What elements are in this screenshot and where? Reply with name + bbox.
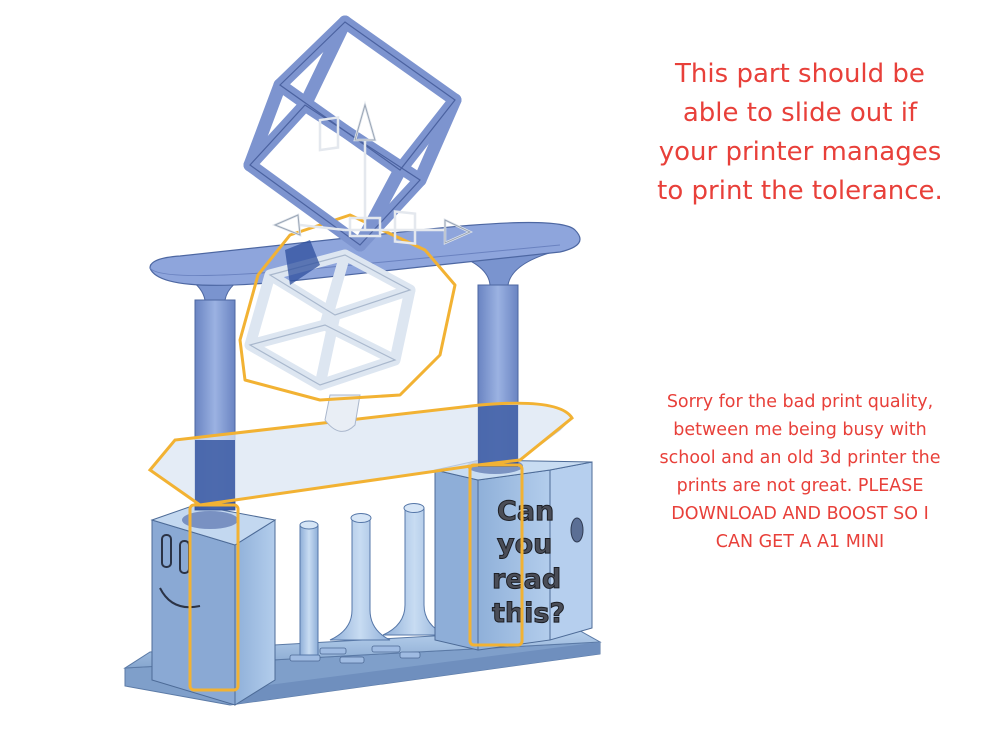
3d-model-render: Can you read this?: [123, 15, 602, 706]
left-block: [150, 504, 277, 706]
engraving-line-4: this?: [492, 598, 565, 629]
engraving-line-2: you: [497, 529, 552, 560]
print-quality-caption: Sorry for the bad print quality, between…: [659, 392, 941, 552]
transform-gizmo-outline: [273, 103, 472, 244]
inner-cube: [238, 213, 457, 432]
tolerance-pins: [299, 503, 447, 656]
sliding-part: [147, 401, 574, 692]
right-block: Can you read this?: [434, 458, 593, 651]
engraving-line-1: Can: [497, 496, 554, 527]
top-cube: [243, 15, 462, 252]
engraving-line-3: read: [492, 564, 561, 595]
slide-out-caption: This part should be able to slide out if…: [657, 59, 943, 206]
